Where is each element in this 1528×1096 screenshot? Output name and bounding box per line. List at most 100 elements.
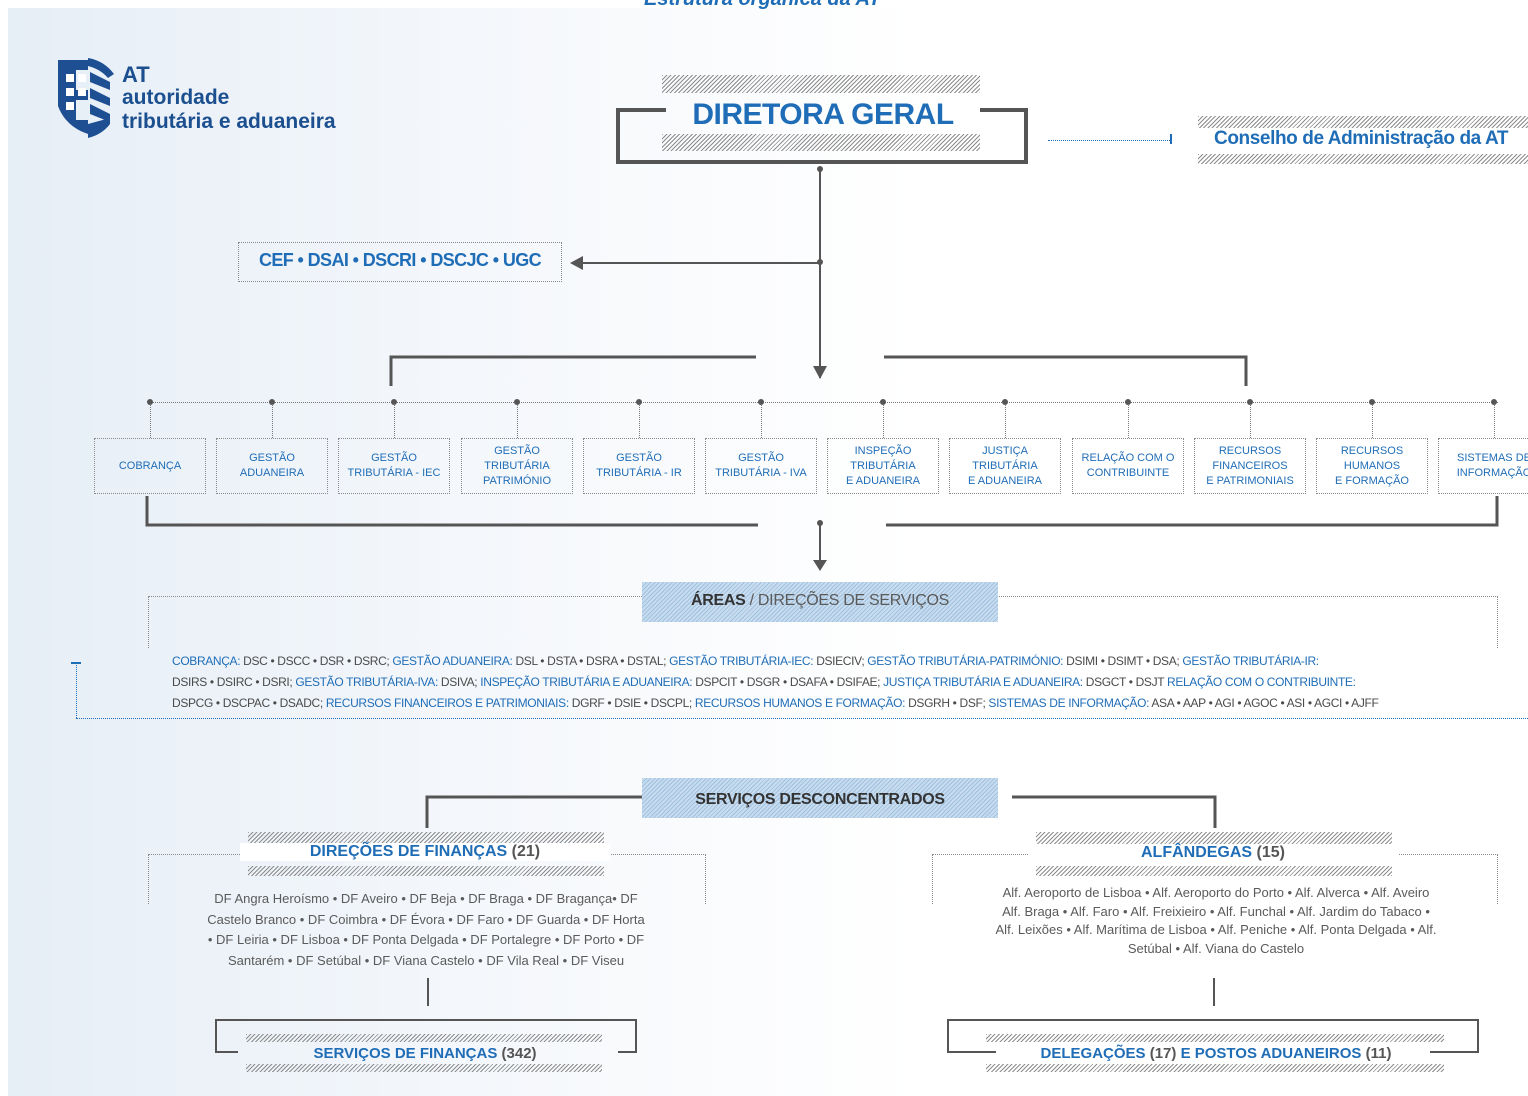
areas-detail-key: RECURSOS HUMANOS E FORMAÇÃO: (694, 696, 906, 710)
areas-services-title-bold: ÁREAS (690, 592, 746, 609)
area-box: GESTÃO TRIBUTÁRIA - IR (583, 438, 695, 494)
list-line: Setúbal • Alf. Viana do Castelo (1127, 940, 1305, 956)
area-box-line: RECURSOS (1340, 444, 1404, 457)
areas-detail-value: DSPCG • DSCPAC • DSADC; (172, 696, 326, 710)
areas-top-bracket (389, 355, 1248, 386)
df-hatch-bottom (248, 866, 604, 876)
alf-list: Alf. Aeroporto de Lisboa • Alf. Aeroport… (944, 884, 1488, 958)
return-line-horizontal (76, 718, 1528, 719)
area-box-line: FINANCEIROS (1212, 459, 1288, 472)
areas-detail-key: SISTEMAS DE INFORMAÇÃO: (988, 696, 1150, 710)
df-sub-bracket (215, 1019, 637, 1053)
staff-arrow-head (570, 256, 583, 270)
board-hatch-top (1198, 116, 1528, 128)
area-box: GESTÃO TRIBUTÁRIA - IEC (338, 438, 450, 494)
director-hatch-top (662, 75, 980, 93)
areas-detail-key: GESTÃO TRIBUTÁRIA-IR: (1182, 654, 1319, 668)
areas-detail-value: DSPCIT • DSGR • DSAFA • DSIFAE; (692, 675, 884, 689)
area-box-line: TRIBUTÁRIA - IR (596, 467, 682, 479)
area-dot (147, 399, 153, 405)
area-drop-line (1372, 404, 1373, 438)
areas-detail-value: DSIECIV; (813, 654, 868, 668)
areas-detail-value: ASA • AAP • AGI • AGOC • ASI • AGCI • AJ… (1149, 696, 1379, 710)
area-box-line: GESTÃO (616, 452, 662, 464)
director-dot (817, 166, 823, 172)
list-line: Castelo Branco • DF Coimbra • DF Évora •… (207, 911, 645, 927)
area-dot (514, 399, 520, 405)
list-line: • DF Leiria • DF Lisboa • DF Ponta Delga… (207, 932, 645, 947)
area-box-line: GESTÃO (249, 452, 295, 464)
alf-sub-hatch-top (986, 1034, 1444, 1042)
df-sub-hatch-bottom (246, 1064, 602, 1072)
alf-hatch-top (1036, 832, 1392, 844)
area-dot (1002, 399, 1008, 405)
staff-units-text: CEF • DSAI • DSCRI • DSCJC • UGC (238, 250, 562, 271)
df-sub-title: SERVIÇOS DE FINANÇAS (342) (240, 1045, 610, 1062)
area-drop-line (1250, 404, 1251, 438)
staff-unit-separator: • (488, 250, 503, 270)
alf-sub-bracket (947, 1019, 1479, 1053)
area-dot (1125, 399, 1131, 405)
area-box-line: E PATRIMONIAIS (1206, 474, 1294, 487)
area-dot (1247, 399, 1253, 405)
staff-arrow-line (582, 262, 818, 264)
areas-detail-key: RELAÇÃO COM O CONTRIBUINTE: (1167, 675, 1356, 689)
list-line: Alf. Aeroporto de Lisboa • Alf. Aeroport… (1002, 885, 1430, 900)
area-drop-line (1494, 404, 1495, 438)
list-line: Alf. Braga • Alf. Faro • Alf. Freixieiro… (1002, 903, 1430, 919)
area-dot (880, 399, 886, 405)
areas-detail-value: DSIVA; (437, 675, 481, 689)
df-sub-title-label: SERVIÇOS DE FINANÇAS (313, 1045, 498, 1062)
area-drop-line (761, 404, 762, 438)
areas-services-detail: COBRANÇA: DSC • DSCC • DSR • DSRC; GESTÃ… (172, 651, 1502, 714)
staff-unit-separator: • (293, 250, 308, 270)
areas-detail-key: GESTÃO ADUANEIRA: (392, 654, 513, 668)
area-box-line: TRIBUTÁRIA - IEC (347, 467, 441, 479)
staff-units-box (238, 242, 562, 282)
board-link-tick (1170, 134, 1172, 144)
portuguese-shield-icon (58, 58, 114, 138)
area-dot (1491, 399, 1497, 405)
areas-connector (148, 402, 1498, 403)
area-box-label: GESTÃO TRIBUTÁRIA - IR (596, 451, 682, 481)
decentralized-header (642, 778, 998, 818)
area-box-line: COBRANÇA (118, 459, 182, 472)
staff-unit: CEF (258, 250, 294, 270)
return-line-tick (71, 662, 81, 664)
area-drop-line (150, 404, 151, 438)
area-dot (391, 399, 397, 405)
decentralized-title: SERVIÇOS DESCONCENTRADOS (695, 791, 945, 808)
areas-services-header (642, 582, 998, 622)
staff-dot (817, 259, 823, 265)
areas-detail-key: GESTÃO TRIBUTÁRIA-PATRIMÓNIO: (867, 654, 1064, 668)
director-title: DIRETORA GERAL (692, 98, 954, 131)
areas-bottom-arrow (813, 560, 827, 571)
areas-detail-value: DSL • DSTA • DSRA • DSTAL; (512, 654, 670, 668)
areas-detail-key: JUSTIÇA TRIBUTÁRIA E ADUANEIRA: (883, 675, 1083, 689)
areas-detail-key: RECURSOS FINANCEIROS E PATRIMONIAIS: (325, 696, 569, 710)
area-box-line: SISTEMAS DE (1457, 452, 1528, 464)
areas-detail-key: GESTÃO TRIBUTÁRIA-IVA: (295, 675, 438, 689)
area-drop-line (883, 404, 884, 438)
director-bracket (616, 108, 1028, 164)
df-hatch-top (248, 832, 604, 844)
area-box-line: GESTÃO (371, 452, 417, 464)
alf-sub-hatch-bottom (986, 1064, 1444, 1072)
area-dot (636, 399, 642, 405)
area-box-line: PATRIMÓNIO (482, 474, 552, 487)
area-box-label: COBRANÇA (119, 459, 181, 474)
areas-services-title: ÁREAS / DIREÇÕES DE SERVIÇOS (642, 592, 998, 610)
areas-detail-value: DSIMI • DSIMT • DSA; (1063, 654, 1183, 668)
df-title-label: DIREÇÕES DE FINANÇAS (309, 843, 508, 860)
main-arrow (813, 366, 827, 379)
